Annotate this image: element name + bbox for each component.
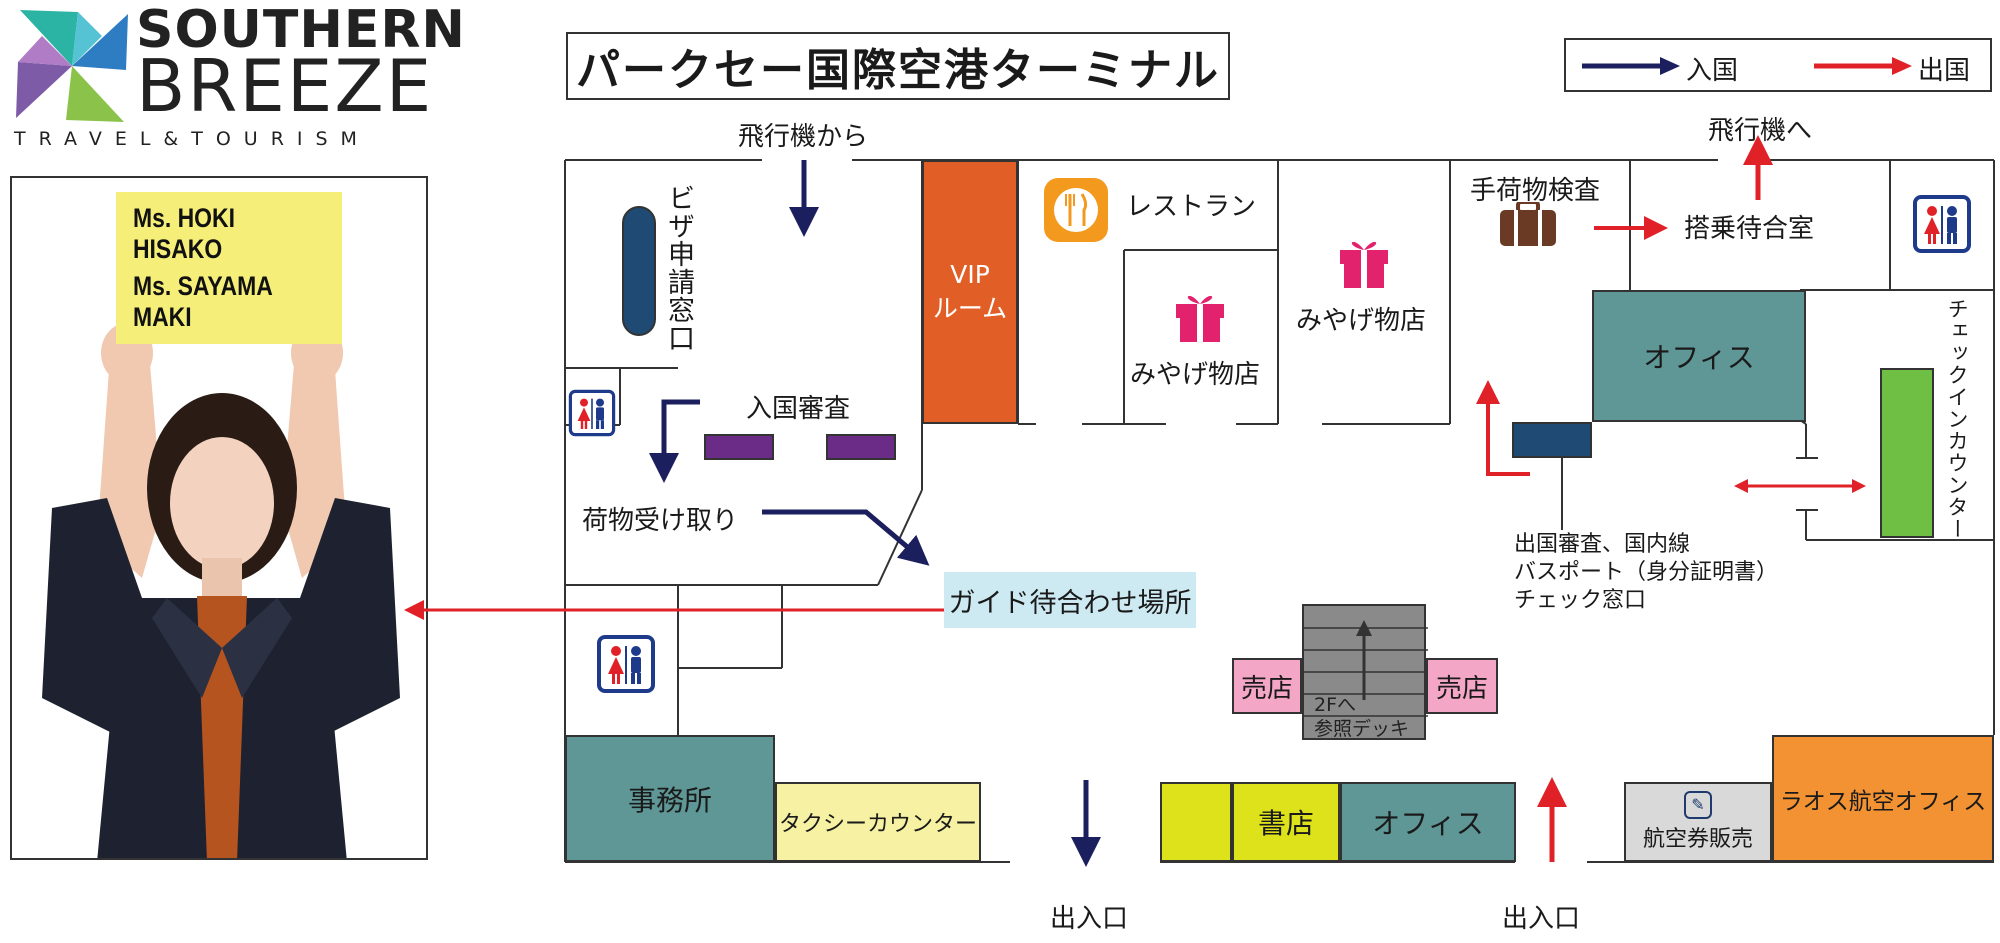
immigration-booth-1 [704,434,774,460]
brand-logo: SOUTHERN BREEZE TRAVEL&TOURISM [12,0,465,154]
from-plane-label: 飛行機から [738,122,869,152]
ticket-sales-label: 航空券販売 [1642,827,1753,852]
guide-person-illustration [42,323,400,858]
vip-room-label-2: ルーム [932,293,1008,323]
taxi-counter: タクシーカウンター [775,782,981,862]
shop-right: 売店 [1426,658,1498,714]
entrance-right-label: 出入口 [1502,904,1581,934]
checkin-counter [1880,368,1934,538]
sign-name-1: Ms. HOKI HISAKO [132,203,235,264]
office-lower: オフィス [1340,782,1516,862]
yellow-green-room [1160,782,1232,862]
departure-check-label-2: バスポート（身分証明書） [1514,560,1779,585]
entrance-left-label: 出入口 [1050,904,1129,934]
arrival-arrow-icon [1582,57,1680,75]
luggage-icon [1500,200,1556,246]
departure-check-label-1: 出国審査、国内線 [1514,532,1691,557]
windmill-logo-icon [16,10,128,122]
stairs-label-2: 参照デッキ [1314,718,1410,740]
restroom-icon [568,388,616,438]
ticket-sales: ✎ 航空券販売 [1624,782,1772,862]
sign-name-2: Ms. SAYAMA MAKI [132,271,272,332]
name-sign: Ms. HOKI HISAKO Ms. SAYAMA MAKI [116,192,342,344]
map-legend: 入国 出国 [1564,38,1992,92]
shop-left: 売店 [1232,658,1302,714]
carryon-check-label: 手荷物検査 [1470,176,1601,206]
lao-airlines-office: ラオス航空オフィス [1772,735,1994,862]
visa-window-counter [622,206,656,336]
bookstore: 書店 [1232,782,1340,862]
vip-room-label-1: VIP [950,259,990,289]
map-title: パークセー国際空港ターミナル [566,32,1230,100]
boarding-lounge-label: 搭乗待合室 [1684,214,1815,244]
ticket-icon: ✎ [1684,791,1712,819]
souvenir-shop-2-label: みやげ物店 [1296,306,1427,336]
brand-name-line2: BREEZE [136,44,434,128]
souvenir-shop-1-label: みやげ物店 [1130,360,1261,390]
departure-check-label-3: チェック窓口 [1514,588,1647,613]
immigration-booth-2 [826,434,896,460]
departure-arrow-check [1476,380,1530,476]
brand-tagline: TRAVEL&TOURISM [14,128,370,150]
arrival-arrow-baggage [762,509,930,566]
legend-arrival-label: 入国 [1686,56,1739,86]
arrival-arrow-immigration [649,399,700,483]
stairs-label-1: 2Fへ [1314,694,1357,716]
checkin-counter-label: チェックインカウンター [1945,298,1969,540]
baggage-claim-label: 荷物受け取り [582,506,739,536]
restroom-icon [596,634,656,694]
visa-window-label: ビザ申請窓口 [663,184,694,352]
office-upper: オフィス [1592,290,1806,422]
vip-room: VIP ルーム [922,160,1018,424]
gift-icon [1172,286,1228,344]
gift-icon [1336,232,1392,290]
guide-photo-frame: Ms. HOKI HISAKO Ms. SAYAMA MAKI [10,176,428,860]
admin-office: 事務所 [565,735,775,862]
restaurant-icon [1044,178,1108,242]
legend-departure-label: 出国 [1918,56,1971,86]
departure-arrow-icon [1814,57,1912,75]
departure-check-window [1512,422,1592,458]
guide-meeting-point: ガイド待合わせ場所 [944,572,1196,628]
restroom-icon [1912,194,1972,254]
immigration-label: 入国審査 [746,394,851,424]
restaurant-label: レストラン [1126,192,1257,222]
brand-name-line1: SOUTHERN [136,0,466,60]
